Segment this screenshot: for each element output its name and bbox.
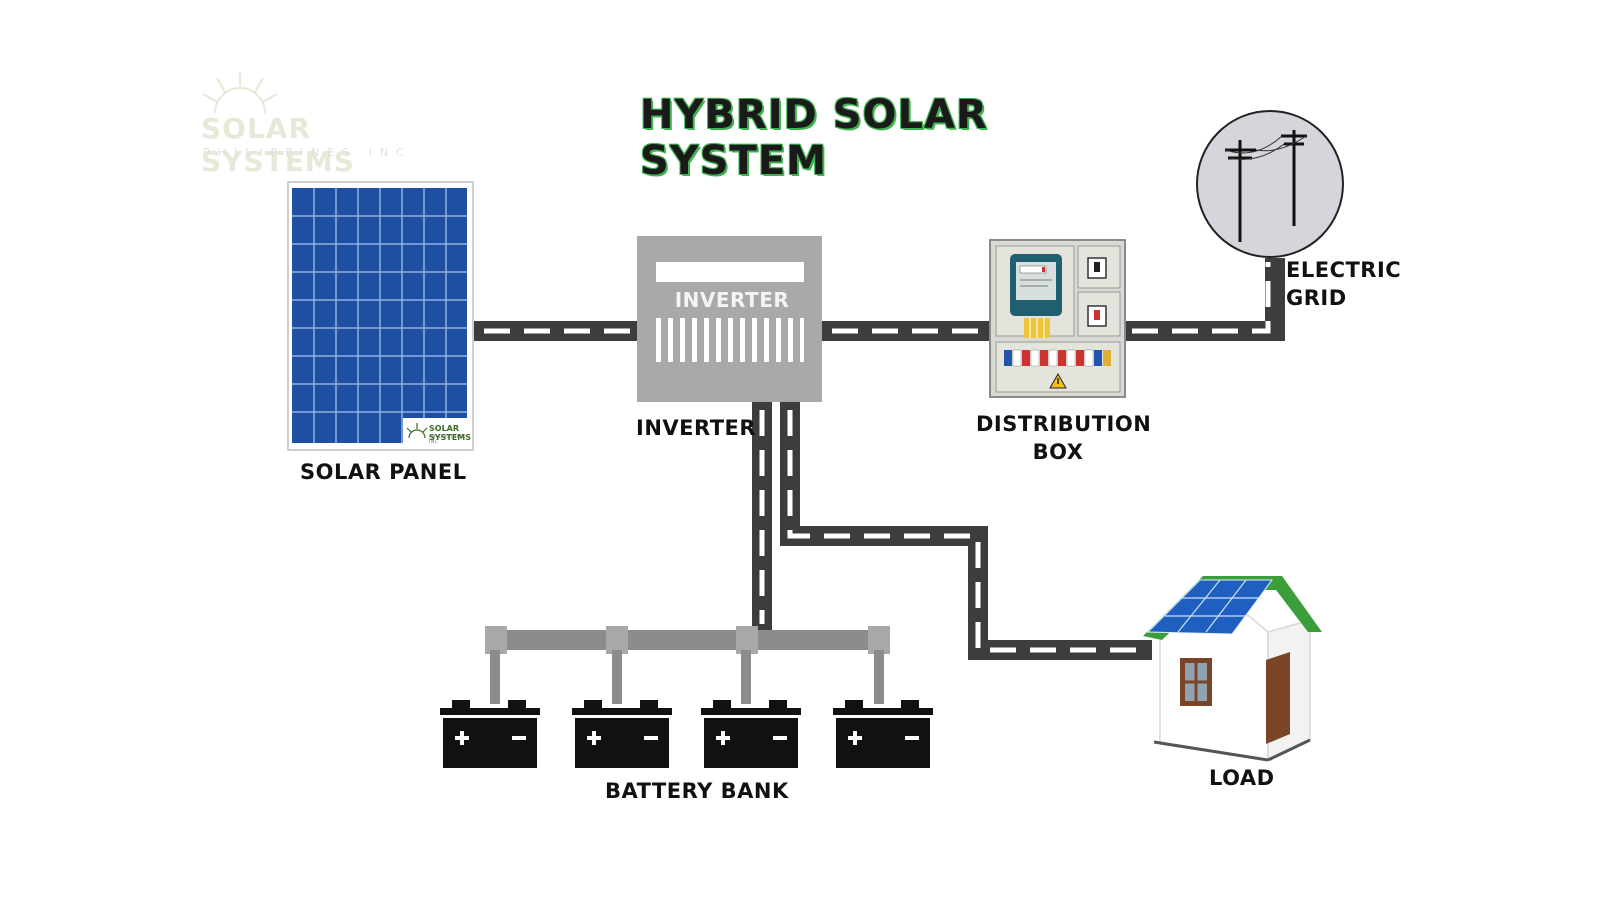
sun-logo-icon: [202, 73, 278, 114]
panel-logo-badge: SOLAR SYSTEMS PHILIPPINES INC: [403, 418, 471, 444]
battery-icon: [440, 700, 540, 768]
wire-inverter-to-load: [780, 402, 1152, 660]
panel-logo-brand: SOLAR SYSTEMS: [429, 424, 471, 442]
solar-panel-icon: [287, 181, 474, 451]
electric-grid-label-line2: GRID: [1286, 286, 1347, 310]
house-load-icon: [1143, 576, 1322, 762]
distribution-box-label-line1: DISTRIBUTION: [976, 412, 1152, 436]
wire-distribution-to-grid: [1125, 258, 1285, 341]
inverter-box-text: INVERTER: [674, 288, 790, 312]
inverter-label: INVERTER: [636, 416, 757, 440]
logo-subtitle-text: PHILIPPINES INC: [203, 146, 412, 159]
load-label: LOAD: [1209, 766, 1275, 790]
company-logo-watermark: SOLAR SYSTEMS PHILIPPINES INC: [195, 68, 435, 178]
electric-grid-label-line1: ELECTRIC: [1286, 258, 1402, 282]
battery-icon: [701, 700, 801, 768]
panel-logo-subtitle: PHILIPPINES INC: [429, 434, 465, 444]
distribution-box-label-line2: BOX: [1032, 440, 1084, 464]
distribution-box-icon: [989, 239, 1126, 398]
solar-panel-label: SOLAR PANEL: [300, 460, 467, 484]
battery-icon: [833, 700, 933, 768]
battery-bank-label: BATTERY BANK: [605, 779, 789, 803]
inverter-icon: [637, 236, 822, 402]
battery-icon: [572, 700, 672, 768]
logo-brand-text: SOLAR SYSTEMS: [201, 112, 355, 178]
diagram-title: HYBRID SOLAR SYSTEM: [640, 92, 988, 184]
battery-bus-bar: [485, 626, 890, 704]
electric-grid-icon: [1196, 110, 1344, 258]
sun-logo-icon: [406, 423, 428, 439]
